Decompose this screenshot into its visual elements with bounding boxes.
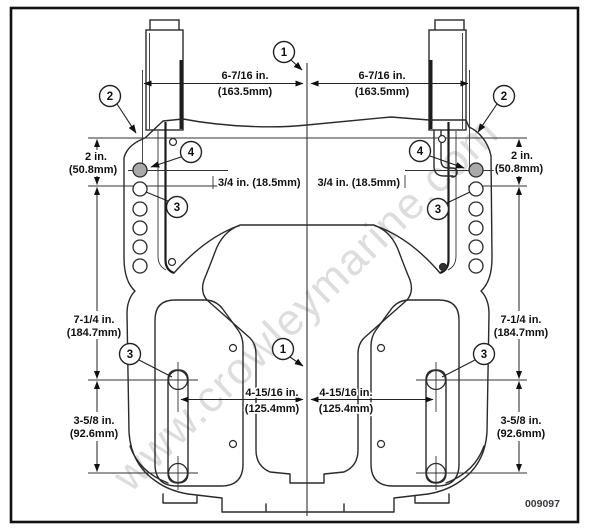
callout-4-right-num: 4	[417, 146, 424, 158]
dim-right-2mm-label: (50.8mm)	[495, 163, 544, 175]
right-hole-column	[468, 162, 484, 274]
callout-3-upper-left-num: 3	[174, 202, 180, 214]
callout-2-left-num: 2	[107, 91, 113, 103]
left-flange-lines	[157, 122, 239, 275]
plate-outline	[123, 116, 493, 513]
dim-left-34-label: 3/4 in. (18.5mm)	[218, 177, 301, 189]
dim-left-358mm-label: (92.6mm)	[70, 428, 119, 440]
dim-right-714mm-label: (184.7mm)	[494, 327, 549, 339]
dim-left-2in-label: 2 in.	[85, 151, 107, 163]
dim-top-right-in: 6-7/16 in.	[358, 70, 405, 82]
right-foot-step	[414, 493, 450, 504]
dim-top-width: 6-7/16 in. (163.5mm) 6-7/16 in. (163.5mm…	[143, 68, 469, 100]
left-foot-inner-curve	[129, 445, 169, 484]
callout-3-lower-right	[472, 342, 496, 366]
dim-right-714in-label: 7-1/4 in.	[501, 314, 542, 326]
dim-right-714: 7-1/4 in. (184.7mm)	[492, 187, 550, 379]
dim-right-358: 3-5/8 in. (92.6mm)	[495, 381, 547, 472]
dim-top-left-in: 6-7/16 in.	[221, 70, 268, 82]
dim-right-2in: 2 in. (50.8mm)	[493, 139, 545, 185]
dim-right-2in-label: 2 in.	[511, 150, 533, 162]
callout-2-right	[492, 84, 516, 108]
dim-left-2mm-label: (50.8mm)	[69, 164, 118, 176]
right-rail-body	[428, 29, 467, 131]
callout-3-upper-left	[165, 195, 189, 219]
callout-1-middle-num: 1	[280, 344, 287, 356]
callout-2-right-num: 2	[501, 91, 507, 103]
callout-3-upper-right	[426, 197, 450, 221]
right-mounting-rail	[428, 19, 467, 131]
callout-1-top-num: 1	[281, 47, 288, 59]
callout-1-top	[272, 40, 296, 64]
drawing-border	[9, 6, 580, 524]
dim-left-41516mm-label: (125.4mm)	[245, 403, 300, 415]
dim-left-358: 3-5/8 in. (92.6mm)	[68, 381, 120, 472]
right-upper-mount-hole-filled	[468, 162, 484, 178]
central-cutout	[201, 224, 413, 484]
dim-left-714: 7-1/4 in. (184.7mm)	[65, 187, 123, 379]
right-leg-ridge	[370, 299, 460, 487]
dim-left-41516: 4-15/16 in. (125.4mm)	[180, 385, 304, 417]
callout-3-lower-right-num: 3	[481, 349, 487, 361]
dim-left-358in-label: 3-5/8 in.	[74, 415, 115, 427]
left-hole-column	[132, 162, 148, 274]
dim-left-714mm-label: (184.7mm)	[67, 327, 122, 339]
left-upper-mount-hole-filled	[132, 162, 148, 178]
left-leg-ridge	[154, 299, 244, 487]
dim-top-left-mm: (163.5mm)	[218, 86, 273, 98]
dim-right-358in-label: 3-5/8 in.	[501, 415, 542, 427]
callout-3-lower-left-num: 3	[127, 349, 133, 361]
left-rail-body	[145, 29, 184, 131]
callout-4-left	[179, 140, 203, 164]
callout-4-left-num: 4	[188, 147, 195, 159]
dim-left-714in-label: 7-1/4 in.	[74, 314, 115, 326]
rivet-holes	[167, 134, 448, 449]
callout-1-middle	[271, 337, 295, 361]
left-foot-step	[162, 493, 198, 504]
callout-balloons: 1 1 2 2 4 4 3 3 3 3	[98, 40, 516, 366]
dim-right-41516: 4-15/16 in. (125.4mm)	[310, 385, 434, 417]
part-number: 009097	[525, 498, 560, 510]
dim-right-358mm-label: (92.6mm)	[497, 428, 546, 440]
dim-right-34-label: 3/4 in. (18.5mm)	[317, 177, 400, 189]
dim-right-41516in-label: 4-15/16 in.	[319, 387, 372, 399]
dim-left-41516in-label: 4-15/16 in.	[245, 387, 298, 399]
callout-4-right	[408, 139, 432, 163]
right-foot-inner-curve	[445, 445, 485, 484]
callout-3-upper-right-num: 3	[435, 204, 441, 216]
dim-right-41516mm-label: (125.4mm)	[319, 403, 374, 415]
left-mounting-rail	[145, 19, 184, 131]
right-keyway-notch	[433, 130, 458, 178]
callout-leaders	[116, 59, 498, 378]
dim-top-right-mm: (163.5mm)	[355, 86, 410, 98]
dim-left-2in: 2 in. (50.8mm)	[67, 139, 119, 185]
callout-3-lower-left	[118, 342, 142, 366]
callout-2-left	[98, 84, 122, 108]
